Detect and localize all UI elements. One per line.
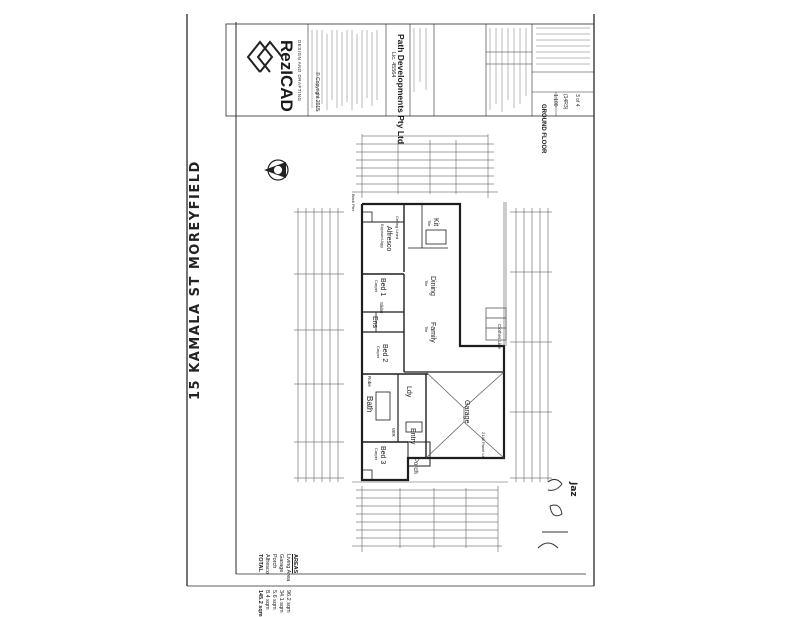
- label-slider: Slider: [379, 302, 384, 314]
- handwritten-address: 15 KAMALA ST MOREYFIELD: [188, 160, 203, 400]
- room-bed1-floor: Carpet: [374, 280, 379, 293]
- title-fine-print: [311, 27, 590, 112]
- north-arrow-icon: [264, 159, 289, 181]
- areas-row: TOTAL145.2 sqm: [257, 554, 263, 617]
- room-family: Family: [429, 322, 436, 343]
- copyright-text: © Copyright 2015: [314, 72, 320, 111]
- areas-row: Living Area96.2 sqm: [285, 554, 291, 613]
- room-bed2-floor: Carpet: [376, 346, 381, 359]
- label-clothes-line: Clothes Line: [497, 324, 502, 350]
- label-panel-lift: 2145 Panel Lift: [481, 432, 486, 459]
- title-block: [225, 23, 595, 117]
- clothes-line: [485, 307, 507, 341]
- room-family-floor: Tile: [424, 326, 429, 333]
- sheet-scale: 1:100: [552, 94, 558, 107]
- areas-heading: AREAS: [292, 554, 298, 574]
- areas-table: AREAS Living Area96.2 sqm Garage34.1 sqm…: [256, 554, 298, 617]
- drawing-sheet: 15 KAMALA ST MOREYFIELD RezICAD DESIGN A…: [186, 12, 604, 617]
- room-dining: Dining: [429, 276, 436, 296]
- room-entry: Entry: [409, 428, 416, 445]
- dimension-lines-top: [352, 134, 498, 198]
- rezicad-logo-icon: [246, 40, 283, 73]
- areas-row: Garage34.1 sqm: [278, 554, 284, 613]
- logo-subtitle: DESIGN AND DRAFTING: [297, 40, 302, 102]
- sheet-job-no: (14R3): [562, 94, 568, 110]
- room-bed1: Bed 1: [379, 278, 386, 297]
- floor-plan-drawing: [186, 14, 595, 587]
- logo-text: RezICAD: [277, 40, 296, 112]
- room-ens: Ens: [371, 316, 378, 329]
- room-bath: Bath: [365, 396, 374, 413]
- room-bed3: Bed 3: [379, 446, 386, 465]
- room-alfresco-floor: Exposed Agg: [380, 224, 385, 248]
- room-alfresco: Alfresco: [385, 226, 392, 252]
- boundary-lines: [352, 202, 508, 483]
- room-kit-floor: Tile: [427, 220, 432, 227]
- dimension-lines-left: [294, 208, 344, 482]
- room-kit: Kit: [432, 218, 439, 227]
- room-bed3-floor: Carpet: [374, 448, 379, 461]
- sheet-title: GROUND FLOOR: [540, 104, 546, 154]
- handwritten-signature-note: Jaz: [568, 482, 578, 497]
- label-brick-pier: Brick Pier: [351, 194, 356, 212]
- room-porch: Porch: [412, 458, 418, 474]
- label-robe: Robe: [367, 376, 372, 387]
- sheet-border: [186, 14, 595, 587]
- label-wir: WIR: [391, 428, 396, 437]
- garage-roof-lines: [425, 371, 505, 459]
- label-ceiling-lined: Ceiling Lined: [395, 216, 400, 240]
- areas-row: Porch5.6 sqm: [271, 554, 277, 610]
- room-dining-floor: Tile: [424, 280, 429, 287]
- areas-row: Alfresco8.4 sqm: [264, 554, 270, 610]
- dimension-lines-right: [510, 208, 552, 482]
- builder-licence: Lic. 45564: [390, 52, 396, 78]
- room-bed2: Bed 2: [381, 344, 388, 363]
- dimension-lines-bottom: [352, 486, 502, 552]
- sheet-page: 3 of 4: [574, 94, 580, 107]
- builder-name: Path Developments Pty Ltd: [396, 34, 406, 145]
- signature-scribble: [537, 478, 568, 549]
- room-garage: Garage: [463, 400, 470, 424]
- room-ldy: Ldy: [405, 386, 412, 398]
